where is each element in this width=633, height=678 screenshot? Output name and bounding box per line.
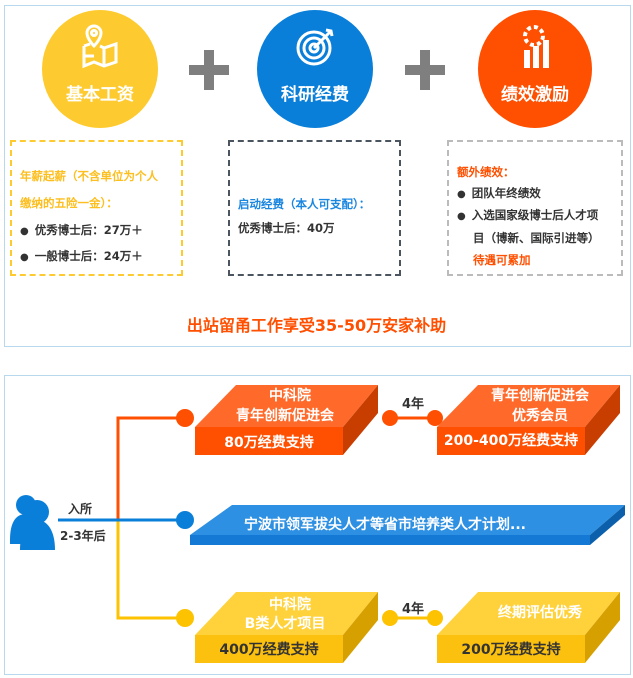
salary-title-line1: 年薪起薪（不含单位为个人: [20, 169, 158, 183]
people-icon: [10, 495, 55, 550]
map-pin-icon: [82, 24, 118, 69]
performance-incentive-circle: 绩效激励: [478, 10, 592, 128]
yellow-block-1: [195, 592, 378, 663]
yellow-node: [176, 609, 194, 627]
target-icon: [296, 28, 334, 66]
funding-box: 启动经费（本人可支配）： 优秀博士后：40万: [228, 140, 401, 276]
yellow-block1-amount: 400万经费支持: [219, 642, 319, 658]
circle-label: 绩效激励: [501, 85, 569, 105]
circle-label: 科研经费: [281, 85, 349, 105]
orange-block-2: [437, 385, 620, 455]
basic-salary-circle: 基本工资: [42, 10, 158, 128]
bonus-item-continued: 目（博新、国际引进等）: [473, 231, 600, 245]
salary-box: 年薪起薪（不含单位为个人 缴纳的五险一金）： 优秀博士后：27万＋ 一般博士后：…: [10, 140, 183, 276]
plus-icon: [189, 50, 229, 90]
bonus-title: 额外绩效：: [457, 165, 515, 179]
funding-text: 优秀博士后：40万: [238, 221, 335, 235]
orange-path-line: [116, 416, 185, 520]
bonus-item: 团队年终绩效: [457, 185, 541, 201]
yellow-block2-title: 终期评估优秀: [498, 605, 582, 621]
salary-item: 一般博士后：24万＋: [20, 248, 143, 264]
yellow-block-2: [437, 592, 620, 663]
years-after-label: 2-3年后: [60, 529, 106, 543]
orange-block1-subtitle: 青年创新促进会: [236, 408, 334, 424]
blue-bar-text: 宁波市领军拔尖人才等省市培养类人才计划...: [244, 517, 526, 533]
funding-title: 启动经费（本人可支配）：: [238, 197, 371, 211]
orange-block1-title: 中科院: [269, 388, 311, 404]
yellow-block1-subtitle: B类人才项目: [244, 616, 326, 632]
entry-label: 入所: [68, 502, 93, 516]
blue-bar: [190, 505, 625, 545]
blue-node: [176, 511, 194, 529]
orange-block1-amount: 80万经费支持: [224, 435, 314, 451]
yellow-block2-amount: 200万经费支持: [461, 642, 561, 658]
yellow-block1-title: 中科院: [269, 597, 311, 613]
plus-icon: [405, 50, 445, 90]
settlement-subsidy-text: 出站留甬工作享受35-50万安家补助: [186, 316, 447, 335]
orange-node: [176, 409, 194, 427]
circle-label: 基本工资: [66, 85, 134, 105]
yellow-path-line: [116, 520, 185, 620]
bar-gear-icon: [523, 25, 549, 68]
orange-block-1: [195, 385, 378, 455]
orange-gap-label: 4年: [401, 397, 425, 412]
yellow-gap-label: 4年: [401, 602, 425, 617]
orange-block2-subtitle: 优秀会员: [512, 408, 568, 424]
research-funding-circle: 科研经费: [257, 10, 373, 128]
bonus-note: 待遇可累加: [473, 253, 531, 267]
bonus-item: 入选国家级博士后人才项: [457, 207, 599, 223]
salary-item: 优秀博士后：27万＋: [20, 222, 143, 238]
orange-block2-amount: 200-400万经费支持: [443, 433, 579, 449]
orange-block2-title: 青年创新促进会: [491, 388, 589, 404]
salary-title-line2: 缴纳的五险一金）：: [20, 196, 118, 210]
bonus-box: 额外绩效： 团队年终绩效 入选国家级博士后人才项 目（博新、国际引进等） 待遇可…: [447, 140, 623, 276]
